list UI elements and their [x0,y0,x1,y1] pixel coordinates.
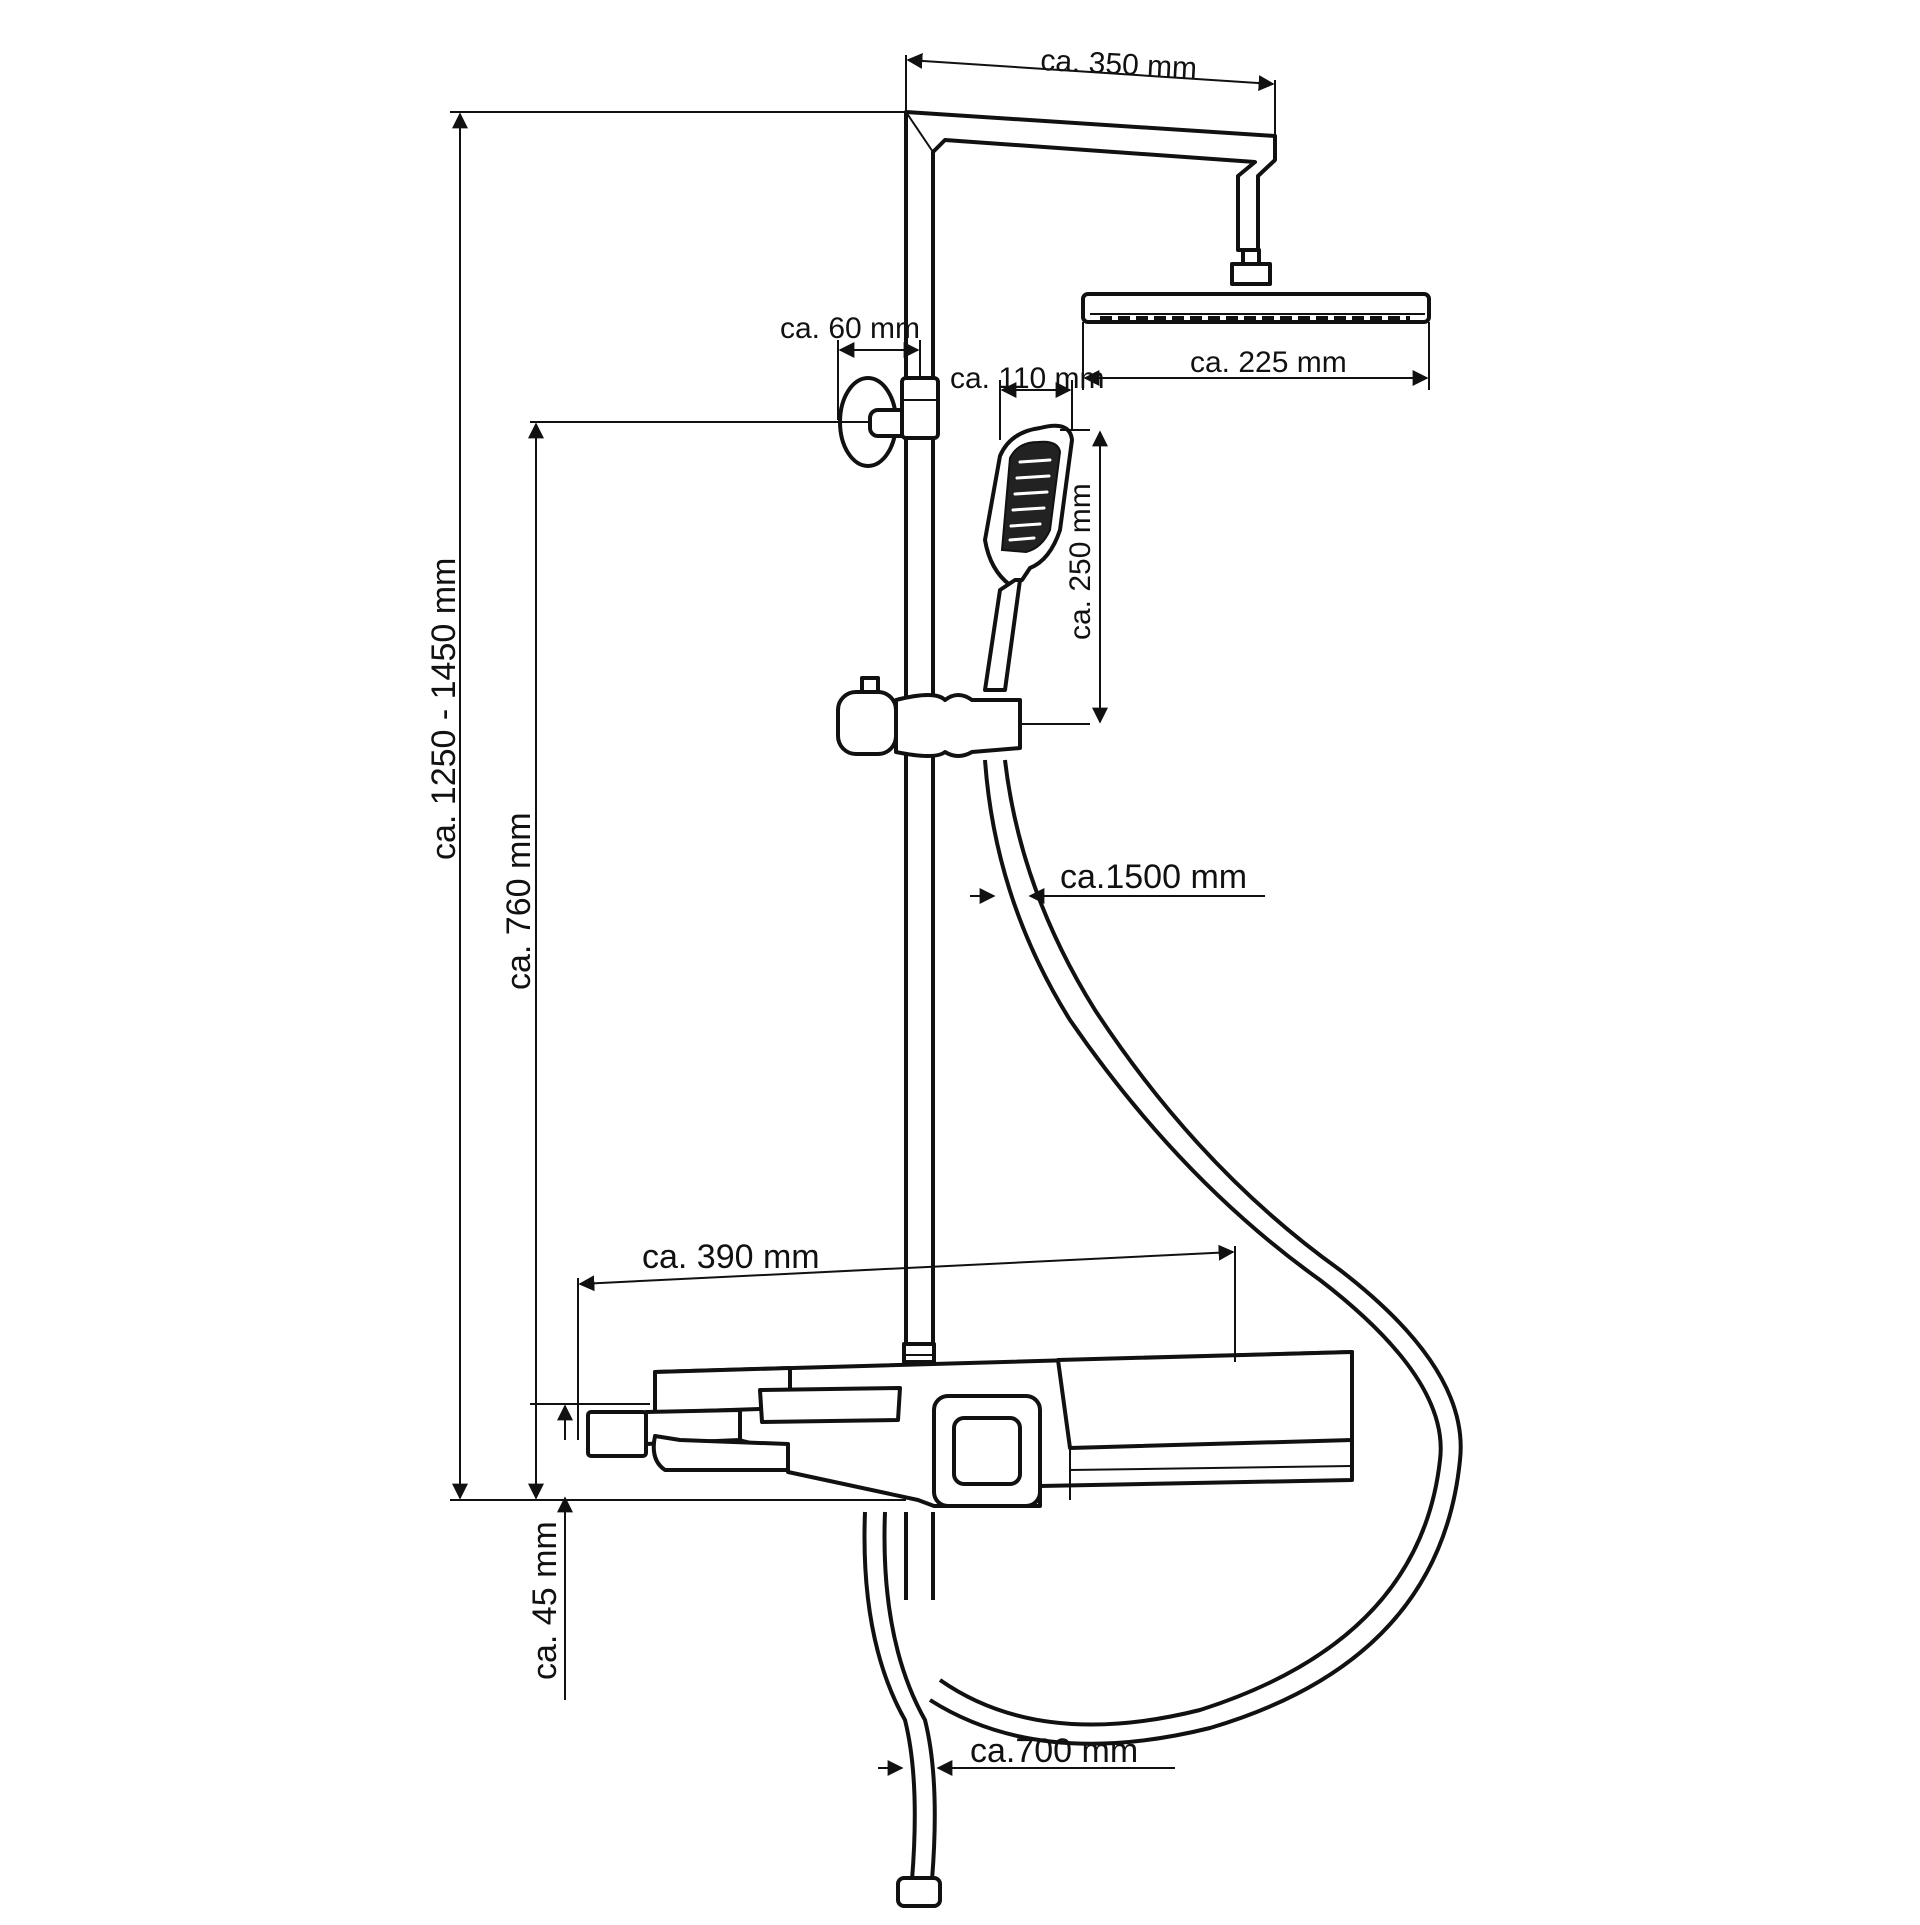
label-head-arm-width: ca. 350 mm [1040,44,1198,85]
dim-bracket-height [528,421,868,1500]
label-thermostat-height: ca. 45 mm [526,1521,564,1680]
thermostat-shelf-unit [586,1342,1354,1508]
label-hose-inlet: ca.700 mm [970,1732,1138,1770]
dim-hand-shower-width [999,380,1073,440]
shower-hose [928,759,1463,1746]
label-shelf-width: ca. 390 mm [642,1238,820,1276]
label-hand-shower-height: ca. 250 mm [1064,483,1097,640]
dim-head-arm-width [905,52,1276,136]
label-wall-bracket-offset: ca. 60 mm [780,312,920,345]
label-total-height: ca. 1250 - 1450 mm [425,558,463,860]
hand-shower [983,423,1074,692]
dim-total-height [450,111,906,1501]
label-head-shower-width: ca. 225 mm [1190,346,1347,379]
wall-bracket [838,376,940,468]
label-hand-shower-width: ca. 110 mm [950,362,1105,395]
dim-thermostat-height [530,1403,650,1700]
rain-shower-head [1081,292,1431,324]
label-bracket-height: ca. 760 mm [500,812,538,990]
label-hose-hand-shower: ca.1500 mm [1060,858,1247,896]
dim-hand-shower-height [1060,429,1108,724]
dim-head-shower-width [1082,322,1430,390]
head-connector [1230,248,1272,286]
inlet-hose [862,1511,942,1908]
dim-wall-bracket-offset [837,340,921,420]
dim-shelf-width [577,1244,1236,1440]
hand-shower-nozzles-icon [1000,440,1062,554]
slide-holder [836,676,1090,758]
